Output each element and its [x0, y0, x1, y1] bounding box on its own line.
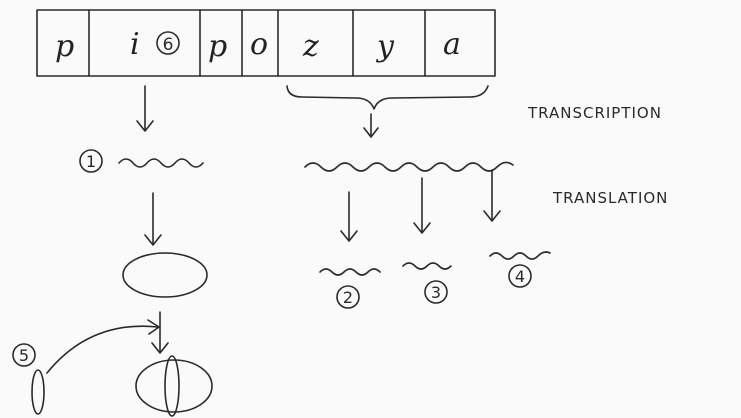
- arrow-i-gene: [136, 85, 154, 132]
- marker-3-circle: [424, 280, 448, 304]
- marker-3-number: 3: [431, 283, 441, 302]
- marker-5-number: 5: [19, 346, 29, 365]
- transcription-label: TRANSCRIPTION: [527, 104, 662, 122]
- box-label-a: a: [443, 27, 461, 62]
- protein-wiggle-3: [402, 262, 452, 270]
- marker-2-number: 2: [343, 288, 353, 307]
- arrow-translation-3: [483, 169, 501, 222]
- structural-genes-brace: [286, 85, 489, 110]
- protein-wiggle-4: [489, 251, 551, 260]
- arrow-transcription: [363, 113, 379, 138]
- polycistronic-mrna: [304, 161, 514, 172]
- arrow-repressor-to-complex: [151, 311, 169, 354]
- arrow-translation-2: [413, 177, 431, 234]
- box-label-p2: p: [208, 29, 227, 64]
- box-label-z: z: [302, 29, 319, 64]
- repressor-mrna: [118, 158, 204, 168]
- box-label-p1: p: [55, 29, 74, 64]
- marker-5-circle: [12, 343, 36, 367]
- marker-2-circle: [336, 285, 360, 309]
- marker-1-circle: [79, 149, 103, 173]
- arrow-translation-1: [340, 191, 358, 242]
- box-label-o: o: [250, 27, 268, 62]
- inducer-molecule: [31, 369, 45, 415]
- protein-wiggle-2: [319, 268, 381, 276]
- marker-6-number: 6: [163, 35, 174, 55]
- box-label-i: i: [130, 27, 140, 62]
- repressor-protein: [122, 252, 208, 298]
- translation-label: TRANSLATION: [552, 189, 668, 207]
- marker-4-number: 4: [515, 267, 525, 286]
- box-label-y: y: [375, 29, 395, 64]
- repressor-inducer-complex: [135, 355, 213, 417]
- arrow-to-repressor: [144, 192, 162, 246]
- marker-4-circle: [508, 264, 532, 288]
- operon-strip: p i 6 p o z y a: [36, 9, 496, 77]
- operon-outline: [36, 9, 496, 77]
- marker-1-number: 1: [86, 152, 96, 171]
- marker-6-circle: [156, 31, 180, 55]
- arrow-inducer-binding: [46, 319, 160, 374]
